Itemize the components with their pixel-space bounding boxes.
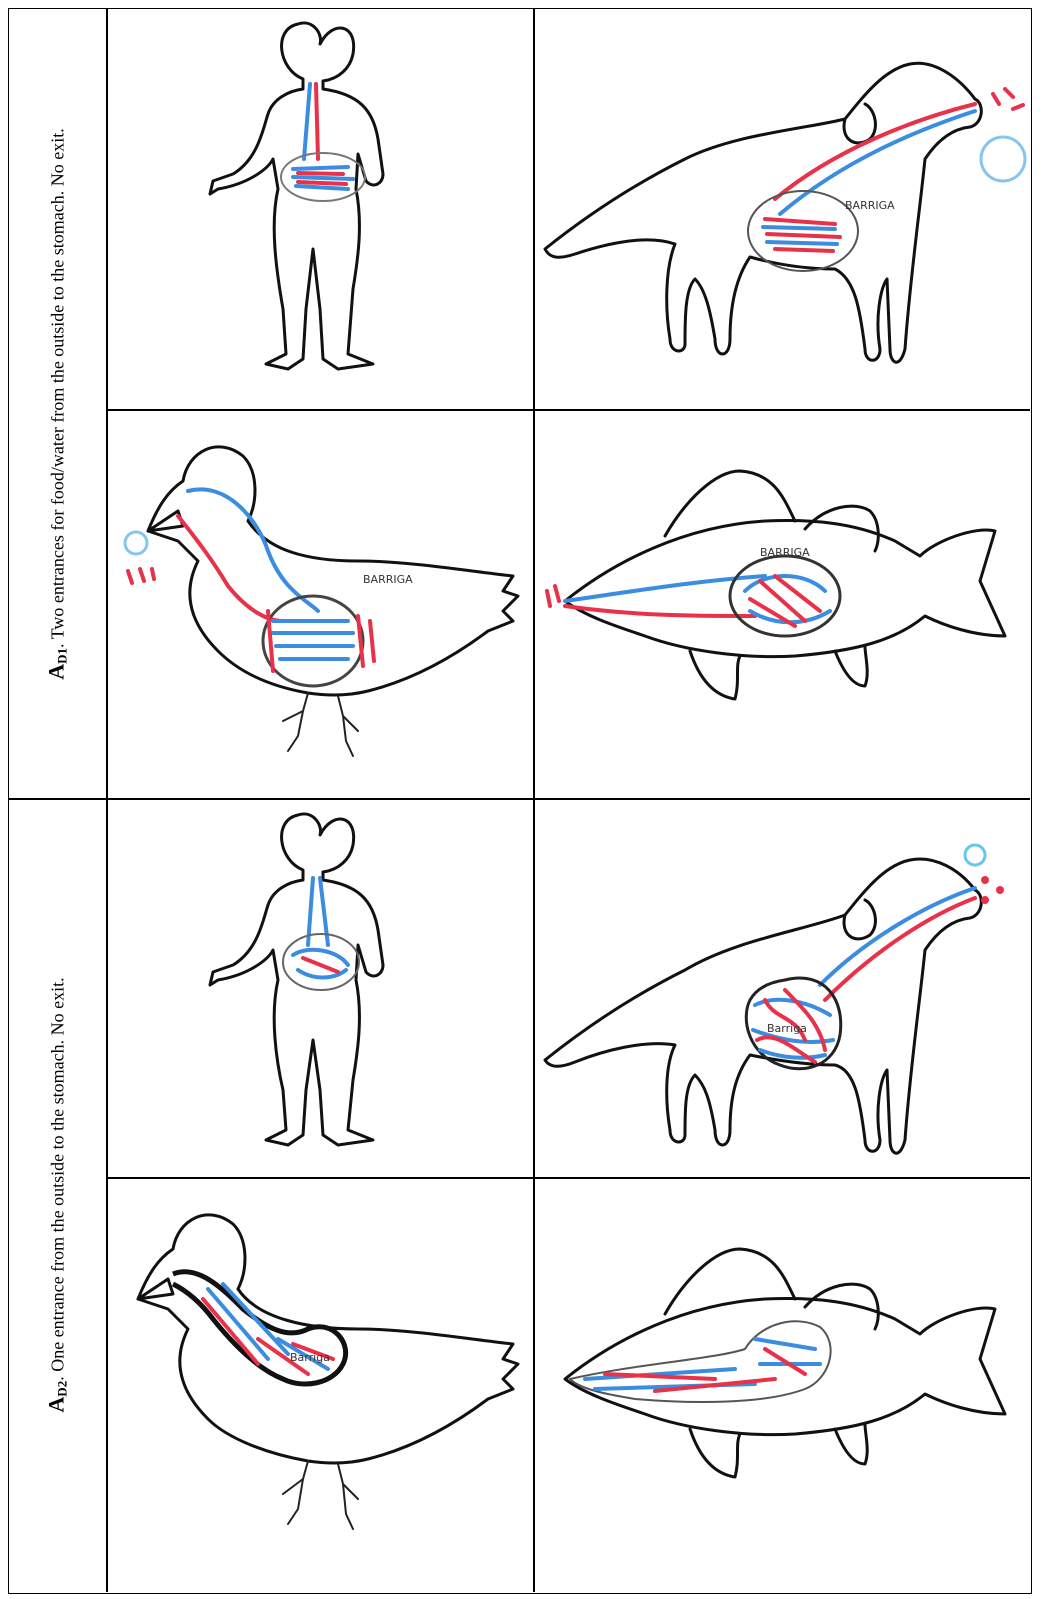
category-description: . Two entrances for food/water from the … <box>47 128 67 648</box>
drawing-human-ad1 <box>108 9 533 409</box>
category-code-letter: A <box>43 663 68 679</box>
category-label-cell-ad2: AD2. One entrance from the outside to th… <box>9 798 106 1592</box>
figure-table: AD1. Two entrances for food/water from t… <box>8 8 1032 1594</box>
category-code-letter: A <box>43 1397 68 1413</box>
category-label-ad1: AD1. Two entrances for food/water from t… <box>45 24 70 784</box>
stomach-label: BARRIGA <box>845 199 895 212</box>
stomach-label: BARRIGA <box>760 546 810 559</box>
stomach-label: Barriga <box>290 1351 330 1364</box>
drawing-duck-ad2: Barriga <box>108 1179 533 1592</box>
category-description: . One entrance from the outside to the s… <box>47 977 67 1380</box>
drawing-duck-ad1: BARRIGA <box>108 411 533 798</box>
stomach-label: BARRIGA <box>363 573 413 586</box>
drawing-fish-ad1: BARRIGA <box>535 411 1030 798</box>
drawing-human-ad2 <box>108 800 533 1177</box>
category-label-cell-ad1: AD1. Two entrances for food/water from t… <box>9 9 106 798</box>
category-code-sub: D2 <box>54 1381 69 1397</box>
category-code-sub: D1 <box>54 648 69 664</box>
stomach-label: Barriga <box>767 1022 807 1035</box>
drawing-dog-ad1: BARRIGA <box>535 9 1030 409</box>
category-label-ad2: AD2. One entrance from the outside to th… <box>45 977 70 1412</box>
drawing-dog-ad2: Barriga <box>535 800 1030 1177</box>
drawing-fish-ad2 <box>535 1179 1030 1592</box>
